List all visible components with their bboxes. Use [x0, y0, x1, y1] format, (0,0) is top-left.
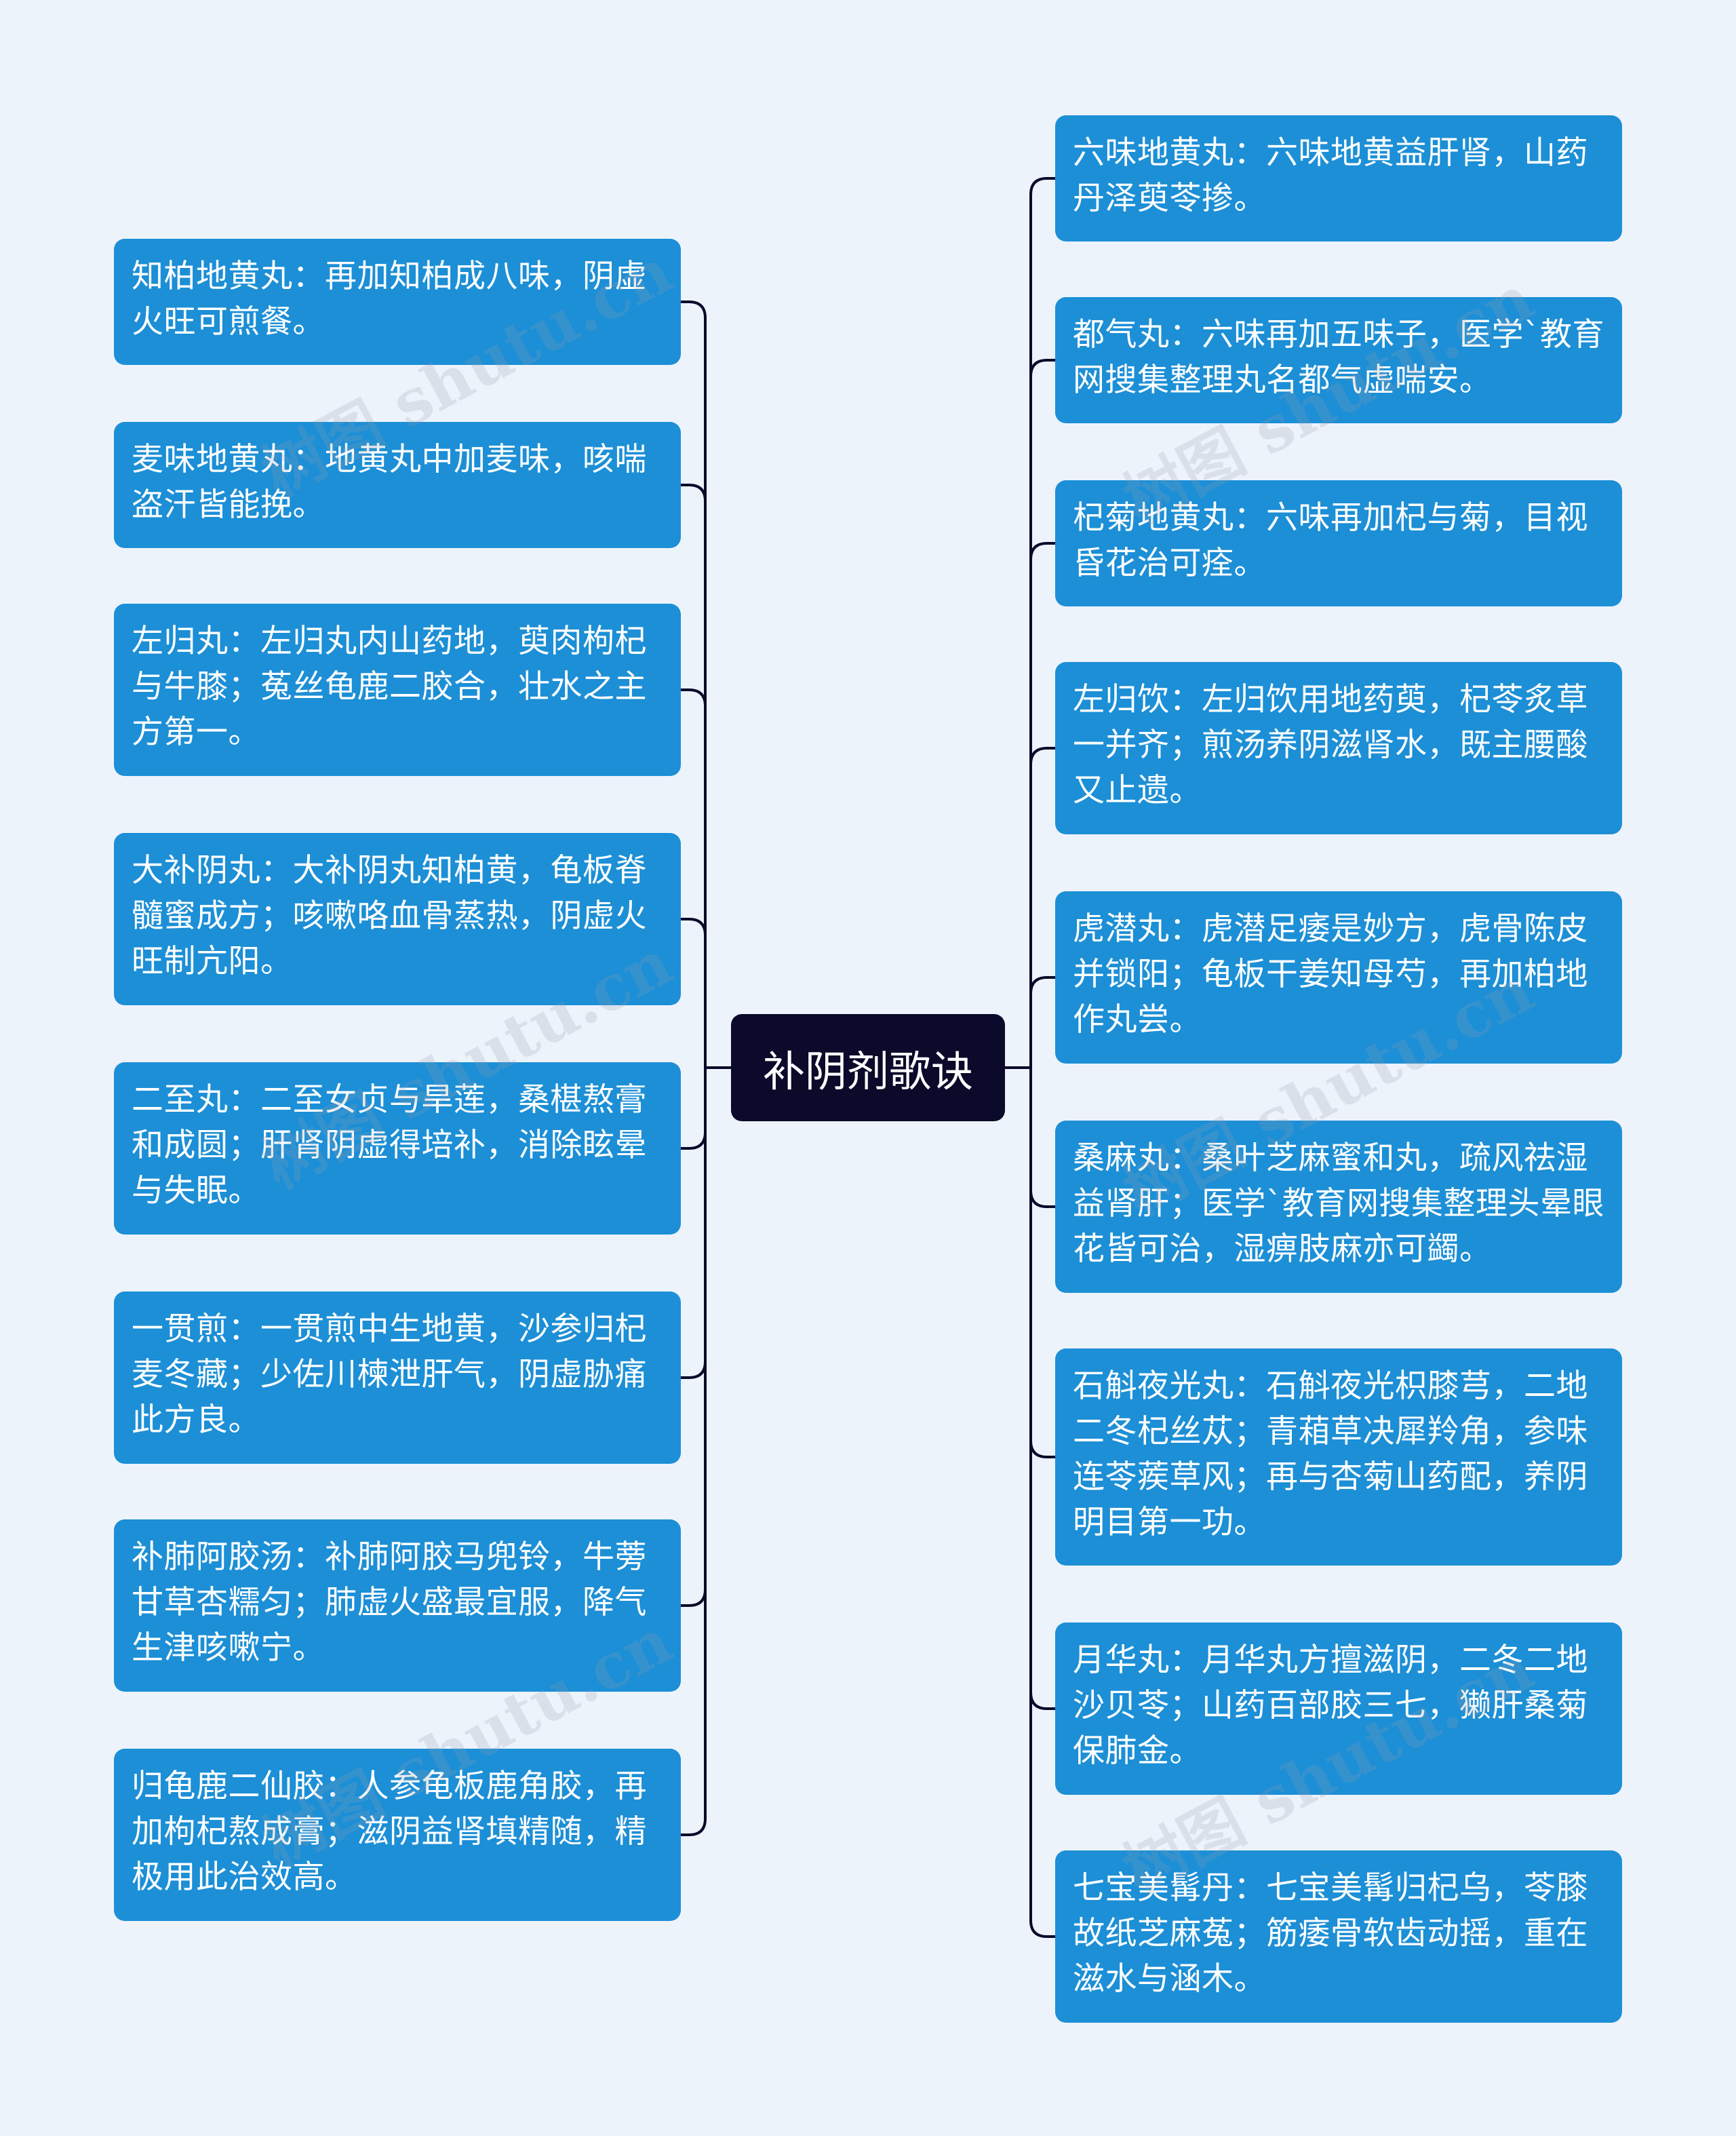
right-node[interactable]: 桑麻丸：桑叶芝麻蜜和丸，疏风祛湿益肾肝；医学`教育网搜集整理头晕眼花皆可治，湿痹… — [1055, 1121, 1622, 1293]
branch-connector — [681, 300, 707, 319]
left-node[interactable]: 归龟鹿二仙胶：人参龟板鹿角胶，再加枸杞熬成膏；滋阴益肾填精随，精极用此治效高。 — [114, 1749, 681, 1921]
right-node[interactable]: 六味地黄丸：六味地黄益肝肾，山药丹泽萸苓掺。 — [1055, 115, 1622, 241]
branch-connector — [1029, 1920, 1055, 1938]
left-node[interactable]: 一贯煎：一贯煎中生地黄，沙参归杞麦冬藏；少佐川楝泄肝气，阴虚胁痛此方良。 — [114, 1292, 681, 1464]
right-node[interactable]: 左归饮：左归饮用地药萸，杞苓炙草一并齐；煎汤养阴滋肾水，既主腰酸又止遗。 — [1055, 662, 1622, 834]
node-text: 六味地黄丸：六味地黄益肝肾，山药丹泽萸苓掺。 — [1073, 134, 1588, 217]
branch-connector — [1029, 976, 1055, 994]
branch-connector — [681, 1361, 707, 1379]
node-text: 桑麻丸：桑叶芝麻蜜和丸，疏风祛湿益肾肝；医学`教育网搜集整理头晕眼花皆可治，湿痹… — [1073, 1140, 1604, 1268]
node-text: 月华丸：月华丸方擅滋阴，二冬二地沙贝苓；山药百部胶三七，獭肝桑菊保肺金。 — [1073, 1642, 1588, 1770]
branch-connector — [681, 688, 707, 707]
left-node[interactable]: 知柏地黄丸：再加知柏成八味，阴虚火旺可煎餐。 — [114, 239, 681, 365]
left-node[interactable]: 左归丸：左归丸内山药地，萸肉枸杞与牛膝；菟丝龟鹿二胶合，壮水之主方第一。 — [114, 604, 681, 776]
branch-connector — [1029, 542, 1055, 560]
right-node[interactable]: 七宝美髯丹：七宝美髯归杞乌，苓膝故纸芝麻菟；筋痿骨软齿动摇，重在滋水与涵木。 — [1055, 1850, 1622, 2023]
node-text: 知柏地黄丸：再加知柏成八味，阴虚火旺可煎餐。 — [132, 258, 647, 341]
branch-connector — [1029, 177, 1055, 195]
node-text: 补肺阿胶汤：补肺阿胶马兜铃，牛蒡甘草杏糯匀；肺虚火盛最宜服，降气生津咳嗽宁。 — [132, 1538, 647, 1667]
node-text: 左归丸：左归丸内山药地，萸肉枸杞与牛膝；菟丝龟鹿二胶合，壮水之主方第一。 — [132, 623, 647, 751]
node-text: 二至丸：二至女贞与旱莲，桑椹熬膏和成圆；肝肾阴虚得培补，消除眩晕与失眠。 — [132, 1081, 647, 1209]
node-text: 七宝美髯丹：七宝美髯归杞乌，苓膝故纸芝麻菟；筋痿骨软齿动摇，重在滋水与涵木。 — [1073, 1869, 1588, 1998]
branch-connector — [681, 918, 707, 936]
branch-connector — [681, 1131, 707, 1150]
node-text: 一贯煎：一贯煎中生地黄，沙参归杞麦冬藏；少佐川楝泄肝气，阴虚胁痛此方良。 — [132, 1310, 647, 1439]
node-text: 杞菊地黄丸：六味再加杞与菊，目视昏花治可痊。 — [1073, 499, 1588, 582]
right-node[interactable]: 石斛夜光丸：石斛夜光枳膝芎，二地二冬杞丝苁；青葙草决犀羚角，参味连苓蒺草风；再与… — [1055, 1348, 1622, 1566]
node-text: 麦味地黄丸：地黄丸中加麦味，咳喘盗汗皆能挽。 — [132, 441, 647, 524]
node-text: 左归饮：左归饮用地药萸，杞苓炙草一并齐；煎汤养阴滋肾水，既主腰酸又止遗。 — [1073, 681, 1588, 809]
branch-connector — [1029, 359, 1055, 377]
left-node[interactable]: 麦味地黄丸：地黄丸中加麦味，咳喘盗汗皆能挽。 — [114, 422, 681, 548]
branch-connector — [1029, 1190, 1055, 1208]
branch-connector — [681, 1589, 707, 1607]
branch-connector — [1029, 747, 1055, 765]
right-node[interactable]: 都气丸：六味再加五味子，医学`教育网搜集整理丸名都气虚喘安。 — [1055, 297, 1622, 423]
branch-connector — [681, 1818, 707, 1836]
branch-connector — [1029, 1440, 1055, 1458]
left-node[interactable]: 二至丸：二至女贞与旱莲，桑椹熬膏和成圆；肝肾阴虚得培补，消除眩晕与失眠。 — [114, 1062, 681, 1235]
left-node[interactable]: 大补阴丸：大补阴丸知柏黄，龟板脊髓蜜成方；咳嗽咯血骨蒸热，阴虚火旺制亢阳。 — [114, 833, 681, 1005]
root-node[interactable]: 补阴剂歌诀 — [731, 1014, 1005, 1121]
node-text: 石斛夜光丸：石斛夜光枳膝芎，二地二冬杞丝苁；青葙草决犀羚角，参味连苓蒺草风；再与… — [1073, 1367, 1588, 1541]
node-text: 归龟鹿二仙胶：人参龟板鹿角胶，再加枸杞熬成膏；滋阴益肾填精随，精极用此治效高。 — [132, 1768, 647, 1896]
right-node[interactable]: 月华丸：月华丸方擅滋阴，二冬二地沙贝苓；山药百部胶三七，獭肝桑菊保肺金。 — [1055, 1623, 1622, 1795]
node-text: 都气丸：六味再加五味子，医学`教育网搜集整理丸名都气虚喘安。 — [1073, 316, 1604, 399]
root-label: 补阴剂歌诀 — [762, 1047, 973, 1096]
right-node[interactable]: 虎潜丸：虎潜足痿是妙方，虎骨陈皮并锁阳；龟板干姜知母芍，再加柏地作丸尝。 — [1055, 891, 1622, 1064]
branch-connector — [681, 484, 707, 502]
right-node[interactable]: 杞菊地黄丸：六味再加杞与菊，目视昏花治可痊。 — [1055, 480, 1622, 606]
node-text: 大补阴丸：大补阴丸知柏黄，龟板脊髓蜜成方；咳嗽咯血骨蒸热，阴虚火旺制亢阳。 — [132, 852, 647, 980]
node-text: 虎潜丸：虎潜足痿是妙方，虎骨陈皮并锁阳；龟板干姜知母芍，再加柏地作丸尝。 — [1073, 910, 1588, 1038]
branch-connector — [1029, 1692, 1055, 1710]
left-node[interactable]: 补肺阿胶汤：补肺阿胶马兜铃，牛蒡甘草杏糯匀；肺虚火盛最宜服，降气生津咳嗽宁。 — [114, 1519, 681, 1692]
